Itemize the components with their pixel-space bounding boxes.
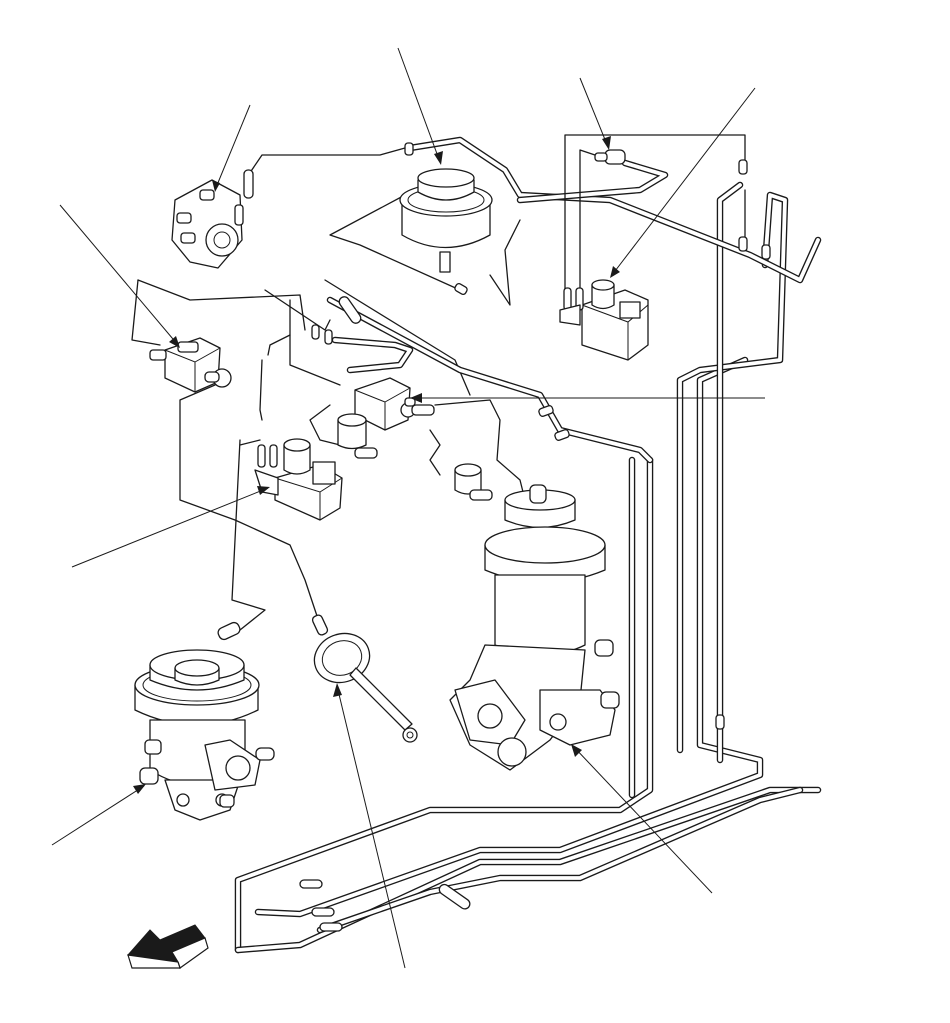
front-direction-arrow: [127, 924, 209, 969]
hose-connectors: [243, 142, 771, 932]
leader-arrowhead: [571, 744, 582, 757]
connector: [438, 883, 471, 910]
solenoid-valve-upper-right[interactable]: [559, 279, 649, 361]
vacuum-lines-thin: [131, 134, 746, 631]
leader-actuator: [336, 685, 406, 969]
egr-valve-left[interactable]: [134, 621, 275, 821]
hose-right-bundle: [676, 181, 789, 764]
check-valve[interactable]: [594, 149, 626, 165]
connector: [311, 907, 335, 917]
leader-vacuum-modulator: [397, 47, 441, 163]
egr-port: [600, 691, 620, 709]
connector: [554, 429, 570, 441]
egr-port: [594, 639, 614, 657]
actuator-diaphragm[interactable]: [307, 614, 418, 743]
leader-arrowhead: [169, 336, 180, 348]
hose-bottom-loop: [234, 356, 822, 954]
port: [234, 204, 244, 226]
vsv-upper-left[interactable]: [171, 179, 244, 269]
leader-arrowhead: [602, 136, 611, 150]
egr-port: [144, 739, 162, 755]
solenoid-valve-center[interactable]: [337, 377, 435, 459]
egr-port: [139, 767, 159, 785]
leader-arrowhead: [333, 683, 342, 697]
vacuum-modulator[interactable]: [399, 168, 493, 273]
leader-egr-right: [572, 745, 713, 894]
vacuum-switching-valve-left[interactable]: [149, 337, 232, 393]
leader-lines: [51, 47, 765, 969]
connector: [404, 142, 414, 156]
solenoid-valve-lower-left[interactable]: [254, 438, 343, 521]
leader-arrowhead: [610, 266, 620, 278]
connector: [299, 879, 323, 889]
egr-port: [219, 794, 235, 808]
egr-port: [255, 747, 275, 761]
modulator-stem: [439, 251, 451, 273]
leader-check-valve: [579, 77, 609, 148]
connector: [715, 714, 725, 730]
connector: [761, 244, 771, 260]
mounting-tab: [176, 212, 192, 224]
connector: [338, 296, 362, 324]
connector: [324, 329, 333, 345]
leader-vsv-upper-left: [214, 104, 251, 191]
connector: [243, 169, 254, 199]
leader-arrowhead: [133, 784, 146, 794]
connector: [311, 324, 320, 340]
leader-solenoid-upper-right: [611, 87, 756, 276]
solenoid-valve-small[interactable]: [454, 463, 493, 501]
leader-lower-left-solenoid: [71, 487, 269, 568]
connector: [538, 405, 554, 417]
connector: [319, 922, 343, 932]
connector: [738, 236, 748, 252]
leader-arrowhead: [212, 180, 220, 192]
leader-vsv-left: [59, 204, 179, 346]
connector: [738, 159, 748, 175]
egr-valve-right[interactable]: [449, 484, 620, 771]
leader-egr-left: [51, 785, 145, 846]
connector: [454, 282, 468, 296]
leader-arrowhead: [410, 393, 422, 403]
leader-arrowhead: [257, 486, 270, 495]
mounting-tab: [199, 189, 215, 201]
mounting-tab: [180, 232, 196, 244]
vacuum-hose-network: [131, 134, 822, 954]
leader-arrowhead: [434, 151, 443, 165]
